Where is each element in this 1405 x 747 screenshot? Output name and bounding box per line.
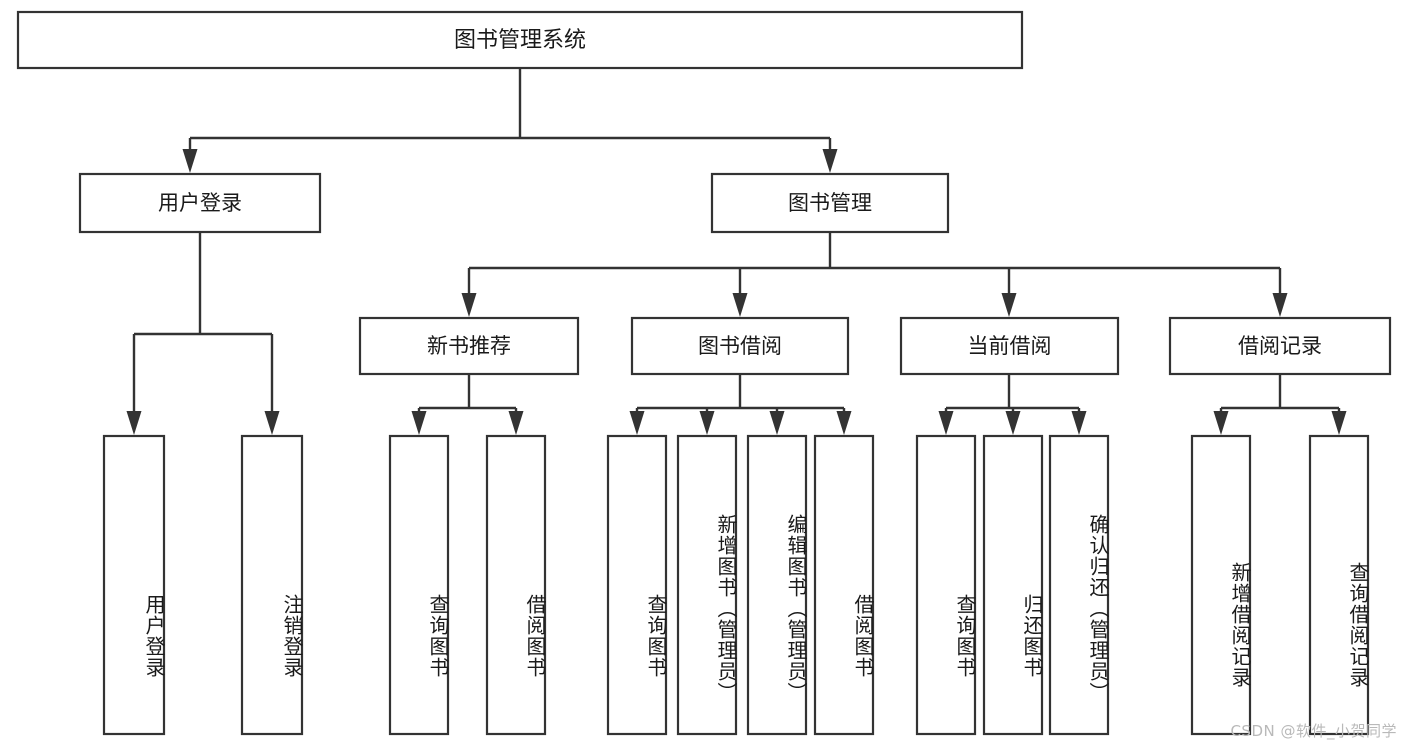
connector-user-login-to-leaves — [126, 232, 280, 435]
node-label-book-borrow: 图书借阅 — [698, 334, 782, 358]
arrowhead-current-borrow-to-leaves-1 — [1005, 411, 1021, 435]
arrowhead-book-management-to-level3-3 — [1272, 293, 1288, 317]
node-box-leaf-query-borrow-record[interactable] — [1308, 434, 1370, 736]
arrowhead-book-management-to-level3-2 — [1001, 293, 1017, 317]
node-label-current-borrow: 当前借阅 — [968, 334, 1052, 358]
node-label-borrow-record: 借阅记录 — [1238, 334, 1322, 358]
arrowhead-book-management-to-level3-0 — [461, 293, 477, 317]
node-root[interactable]: 图书管理系统 — [16, 10, 1024, 70]
node-leaf-borrow-book[interactable] — [813, 434, 875, 736]
node-box-borrow-record[interactable] — [1168, 316, 1392, 376]
connector-root-to-level2 — [182, 68, 838, 173]
node-leaf-query-book-borrow[interactable] — [606, 434, 668, 736]
node-box-leaf-user-logout[interactable] — [240, 434, 304, 736]
node-box-leaf-edit-book[interactable] — [746, 434, 808, 736]
node-borrow-record[interactable]: 借阅记录 — [1168, 316, 1392, 376]
node-label-user-login: 用户登录 — [158, 191, 242, 215]
arrowhead-book-borrow-to-leaves-2 — [769, 411, 785, 435]
node-label-root: 图书管理系统 — [454, 28, 586, 53]
connector-book-borrow-to-leaves — [629, 374, 852, 435]
node-leaf-query-book-recommend[interactable] — [388, 434, 450, 736]
node-leaf-user-logout[interactable] — [240, 434, 304, 736]
node-box-leaf-query-book-current[interactable] — [915, 434, 977, 736]
node-leaf-query-borrow-record[interactable] — [1308, 434, 1370, 736]
arrowhead-new-book-recommend-to-leaves-1 — [508, 411, 524, 435]
node-leaf-user-login[interactable] — [102, 434, 166, 736]
node-box-leaf-borrow-book[interactable] — [813, 434, 875, 736]
arrowhead-book-borrow-to-leaves-1 — [699, 411, 715, 435]
connector-new-book-recommend-to-leaves — [411, 374, 524, 435]
arrowhead-book-management-to-level3-1 — [732, 293, 748, 317]
node-box-leaf-add-borrow-record[interactable] — [1190, 434, 1252, 736]
node-box-leaf-confirm-return[interactable] — [1048, 434, 1110, 736]
node-leaf-query-book-current[interactable] — [915, 434, 977, 736]
node-box-book-management[interactable] — [710, 172, 950, 234]
node-book-borrow[interactable]: 图书借阅 — [630, 316, 850, 376]
node-current-borrow[interactable]: 当前借阅 — [899, 316, 1120, 376]
connector-borrow-record-to-leaves — [1213, 374, 1347, 435]
node-leaf-return-book[interactable] — [982, 434, 1044, 736]
node-leaf-borrow-book-recommend[interactable] — [485, 434, 547, 736]
node-box-leaf-add-book[interactable] — [676, 434, 738, 736]
node-label-book-management: 图书管理 — [788, 191, 872, 215]
node-box-user-login[interactable] — [78, 172, 322, 234]
arrowhead-root-to-level2-1 — [822, 149, 838, 173]
node-box-leaf-return-book[interactable] — [982, 434, 1044, 736]
node-box-book-borrow[interactable] — [630, 316, 850, 376]
arrowhead-borrow-record-to-leaves-0 — [1213, 411, 1229, 435]
arrowhead-borrow-record-to-leaves-1 — [1331, 411, 1347, 435]
node-box-leaf-borrow-book-recommend[interactable] — [485, 434, 547, 736]
arrowhead-new-book-recommend-to-leaves-0 — [411, 411, 427, 435]
node-book-management[interactable]: 图书管理 — [710, 172, 950, 234]
arrowhead-current-borrow-to-leaves-0 — [938, 411, 954, 435]
node-leaf-add-book[interactable] — [676, 434, 738, 736]
arrowhead-book-borrow-to-leaves-3 — [836, 411, 852, 435]
arrowhead-root-to-level2-0 — [182, 149, 198, 173]
node-box-current-borrow[interactable] — [899, 316, 1120, 376]
arrowhead-user-login-to-leaves-0 — [126, 411, 142, 435]
node-leaf-edit-book[interactable] — [746, 434, 808, 736]
arrowhead-user-login-to-leaves-1 — [264, 411, 280, 435]
arrowhead-book-borrow-to-leaves-0 — [629, 411, 645, 435]
node-leaf-add-borrow-record[interactable] — [1190, 434, 1252, 736]
connectors-layer — [126, 68, 1347, 435]
node-box-new-book-recommend[interactable] — [358, 316, 580, 376]
node-box-root[interactable] — [16, 10, 1024, 70]
connector-book-management-to-level3 — [461, 232, 1288, 317]
connector-current-borrow-to-leaves — [938, 374, 1087, 435]
node-box-leaf-user-login[interactable] — [102, 434, 166, 736]
node-new-book-recommend[interactable]: 新书推荐 — [358, 316, 580, 376]
node-box-leaf-query-book-recommend[interactable] — [388, 434, 450, 736]
node-leaf-confirm-return[interactable] — [1048, 434, 1110, 736]
watermark: CSDN @软件_小贺同学 — [1230, 722, 1397, 740]
node-box-leaf-query-book-borrow[interactable] — [606, 434, 668, 736]
node-user-login[interactable]: 用户登录 — [78, 172, 322, 234]
arrowhead-current-borrow-to-leaves-2 — [1071, 411, 1087, 435]
node-label-new-book-recommend: 新书推荐 — [427, 334, 511, 358]
